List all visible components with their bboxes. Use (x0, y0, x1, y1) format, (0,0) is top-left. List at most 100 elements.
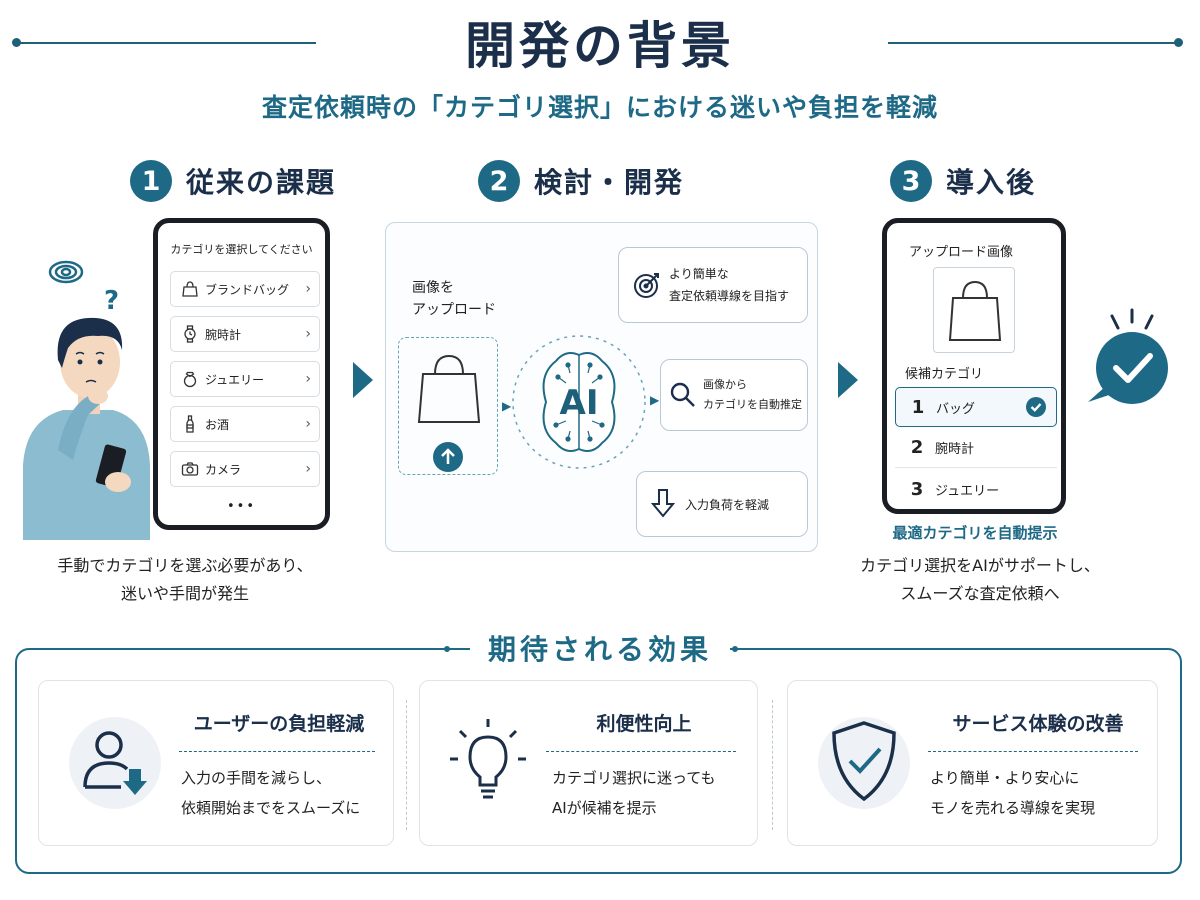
effects-separator (772, 700, 773, 830)
upload-label-line1: 画像を (412, 280, 454, 296)
upload-arrow-icon (433, 442, 463, 472)
candidate-item-1[interactable]: 1 バッグ (895, 387, 1057, 427)
upload-image-box[interactable] (398, 337, 498, 475)
effects-title-dot-right (732, 646, 738, 652)
effect-card-divider (179, 751, 375, 752)
ai-brain-graphic: AI (510, 325, 648, 479)
goal-bubble: より簡単な 査定依頼導線を目指す (618, 247, 808, 323)
uploaded-image (933, 267, 1015, 353)
step1-caption-line1: 手動でカテゴリを選ぶ必要があり、 (57, 556, 313, 575)
small-arrow-icon: ▶ (650, 393, 660, 407)
camera-icon (175, 460, 205, 478)
effects-title-dot-left (444, 646, 450, 652)
chevron-right-icon: › (305, 326, 311, 342)
effects-title: 期待される効果 (0, 628, 1200, 668)
effect-card-title: 利便性向上 (596, 713, 692, 735)
effect-card-divider (546, 751, 736, 752)
step-number: 1 (130, 160, 172, 202)
category-item-liquor[interactable]: お酒 › (170, 406, 320, 442)
lightbulb-icon (448, 715, 528, 809)
ai-label: AI (559, 383, 599, 423)
effect-card-burden: ユーザーの負担軽減 入力の手間を減らし、 依頼開始までをスムーズに (38, 680, 394, 846)
step-header-2: 2 検討・開発 (478, 158, 684, 204)
effect-card-desc-line2: 依頼開始までをスムーズに (181, 799, 361, 817)
effect-card-desc-line1: カテゴリ選択に迷っても (552, 769, 716, 787)
category-item-watch[interactable]: 腕時計 › (170, 316, 320, 352)
step-number: 3 (890, 160, 932, 202)
phone-title: カテゴリを選択してください (170, 243, 313, 256)
step1-caption: 手動でカテゴリを選ぶ必要があり、 迷いや手間が発生 (20, 552, 350, 608)
category-item-label: ブランドバッグ (205, 282, 290, 297)
candidate-label: ジュエリー (935, 483, 1000, 499)
bottle-icon (175, 415, 205, 433)
candidate-phone: アップロード画像 候補カテゴリ 1 バッグ 2 腕時計 3 ジュエリー (882, 218, 1066, 514)
category-item-jewelry[interactable]: ジュエリー › (170, 361, 320, 397)
effect-card-desc-line1: 入力の手間を減らし、 (181, 769, 332, 787)
effect-card-desc: 入力の手間を減らし、 依頼開始までをスムーズに (181, 763, 360, 823)
effect-card-desc-line1: より簡単・より安心に (930, 769, 1080, 787)
bag-icon (947, 278, 1003, 346)
category-item-label: カメラ (205, 462, 242, 477)
candidate-item-3[interactable]: 3 ジュエリー (895, 469, 1057, 509)
category-item-brand-bag[interactable]: ブランドバッグ › (170, 271, 320, 307)
category-item-label: お酒 (205, 417, 230, 432)
step-number: 2 (478, 160, 520, 202)
confusion-squiggle-icon (48, 260, 84, 284)
download-arrow-icon (641, 488, 685, 520)
chevron-right-icon: › (305, 416, 311, 432)
header-line-dot-right (1174, 38, 1183, 47)
step-label: 検討・開発 (534, 166, 685, 199)
user-download-icon (79, 723, 159, 807)
step-header-1: 1 従来の課題 (130, 158, 336, 204)
development-panel: 画像を アップロード ▶ AI ▶ (385, 222, 818, 552)
confused-person-illustration: ? (18, 250, 158, 540)
step3-caption-line1: カテゴリ選択をAIがサポートし、 (860, 556, 1100, 575)
estimate-bubble: 画像から カテゴリを自動推定 (660, 359, 808, 431)
candidate-label: 腕時計 (935, 442, 975, 457)
upload-label: 画像を アップロード (412, 277, 496, 321)
ring-icon (175, 370, 205, 388)
step3-caption-line2: スムーズな査定依頼へ (900, 584, 1060, 603)
bag-icon (175, 280, 205, 298)
check-bubble-icon (1082, 302, 1172, 406)
category-item-camera[interactable]: カメラ › (170, 451, 320, 487)
shield-check-icon (828, 719, 900, 807)
effects-title-text: 期待される効果 (469, 633, 730, 666)
effect-card-divider (928, 751, 1138, 752)
step-header-3: 3 導入後 (890, 158, 1036, 204)
step1-caption-line2: 迷いや手間が発生 (120, 584, 249, 603)
auto-suggest-label: 最適カテゴリを自動提示 (892, 524, 1058, 542)
check-circle-icon (1026, 397, 1046, 417)
uploaded-image-label: アップロード画像 (909, 245, 1014, 260)
effect-card-title: ユーザーの負担軽減 (193, 713, 365, 735)
arrow-right-icon (351, 360, 375, 404)
candidate-number: 3 (910, 478, 924, 500)
effect-card-desc: カテゴリ選択に迷っても AIが候補を提示 (552, 763, 716, 823)
effect-card-experience: サービス体験の改善 より簡単・より安心に モノを売れる導線を実現 (787, 680, 1158, 846)
category-select-phone: カテゴリを選択してください ブランドバッグ › 腕時計 › ジュエリー › お酒… (153, 218, 330, 530)
candidate-item-2[interactable]: 2 腕時計 (895, 428, 1057, 468)
watch-icon (175, 325, 205, 343)
goal-bubble-line2: 査定依頼導線を目指す (669, 289, 790, 303)
effects-separator (406, 700, 407, 830)
chevron-right-icon: › (305, 281, 311, 297)
candidates-label: 候補カテゴリ (905, 367, 984, 382)
effect-card-desc: より簡単・より安心に モノを売れる導線を実現 (930, 763, 1095, 823)
effect-card-convenience: 利便性向上 カテゴリ選択に迷っても AIが候補を提示 (419, 680, 758, 846)
small-arrow-icon: ▶ (502, 399, 512, 413)
magnifier-icon (663, 381, 703, 409)
reduce-bubble-text: 入力負荷を軽減 (685, 497, 770, 512)
chevron-right-icon: › (305, 371, 311, 387)
arrow-right-icon (836, 360, 860, 404)
estimate-bubble-line1: 画像から (703, 378, 747, 391)
step-label: 導入後 (946, 166, 1037, 199)
goal-bubble-line1: より簡単な (669, 267, 729, 281)
bag-icon (415, 352, 483, 428)
effect-card-desc-line2: AIが候補を提示 (552, 799, 657, 817)
page-title: 開発の背景 (465, 17, 735, 75)
estimate-bubble-line2: カテゴリを自動推定 (703, 398, 802, 411)
more-indicator: ••• (226, 499, 256, 514)
category-item-label: ジュエリー (205, 372, 265, 387)
candidate-number: 2 (910, 437, 924, 458)
reduce-bubble: 入力負荷を軽減 (636, 471, 808, 537)
